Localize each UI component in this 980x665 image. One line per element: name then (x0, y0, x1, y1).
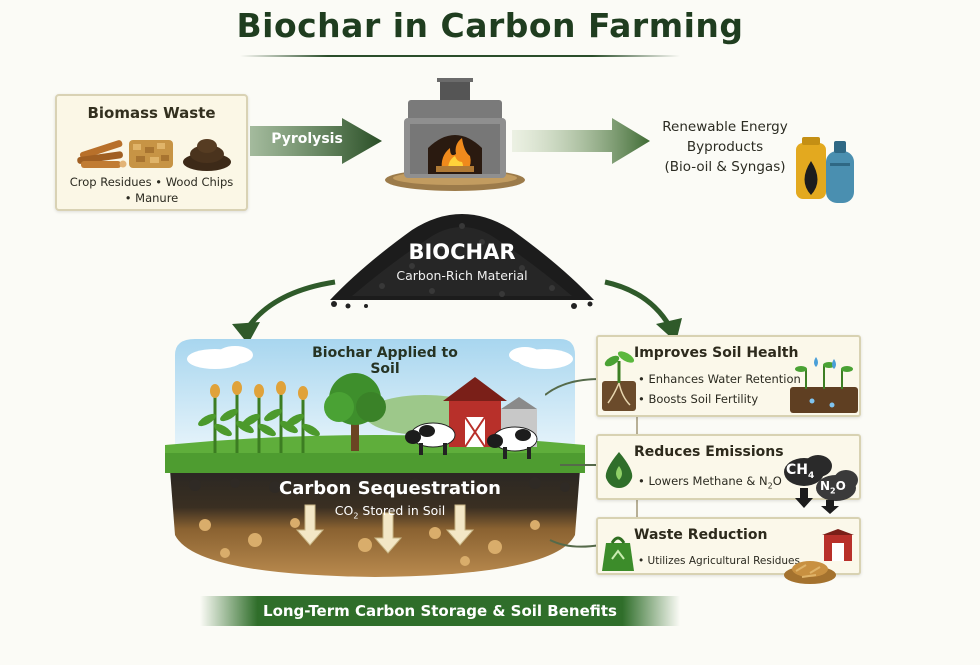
leaf-drop-icon (605, 452, 633, 488)
biomass-waste-card: Biomass Waste Crop Residues • Wood Chips… (55, 94, 248, 211)
benefit-soil-health-title: Improves Soil Health (634, 345, 799, 361)
gas-n2o-suffix: O (835, 479, 846, 493)
farm-scene (165, 339, 585, 577)
gas-n2o-sub: 2 (830, 486, 836, 496)
co2-prefix: CO (334, 503, 354, 518)
gas-ch4-label: CH4 (786, 462, 814, 481)
biochar-title: BIOCHAR (408, 240, 516, 264)
co2-subscript: 2 (353, 511, 359, 521)
benefit-emissions-item-sub: 2 (767, 481, 773, 491)
energy-arrow (512, 118, 650, 164)
gas-clouds-icon (784, 455, 858, 514)
energy-line1: Renewable Energy (662, 119, 788, 135)
manure-icon (183, 139, 231, 171)
benefit-emissions-item: • Lowers Methane & N2O (638, 474, 782, 490)
biomass-waste-title: Biomass Waste (87, 104, 216, 122)
tree-icon (324, 373, 386, 451)
benefit-emissions-item-prefix: • Lowers Methane & N (638, 474, 768, 488)
bottom-banner: Long-Term Carbon Storage & Soil Benefits (200, 596, 680, 626)
gas-ch4-text: CH (786, 462, 808, 478)
biomass-icons (77, 139, 231, 171)
gas-cylinder-icon (826, 141, 854, 203)
oil-drop-icon (796, 137, 826, 199)
applied-label: Biochar Applied to Soil (312, 345, 458, 377)
benefit-emissions-item-suffix: O (772, 474, 782, 488)
roots-water-icon (790, 357, 858, 413)
biochar-subtitle: Carbon-Rich Material (396, 268, 528, 283)
co2-suffix: Stored in Soil (358, 503, 446, 518)
page-title: Biochar in Carbon Farming (236, 6, 744, 45)
energy-icons (796, 137, 854, 203)
cow-icon (405, 422, 538, 459)
benefit-connectors (545, 378, 638, 548)
benefit-soil-health-item2: • Boosts Soil Fertility (638, 392, 759, 406)
gas-n2o-text: N (820, 479, 831, 493)
biomass-line1: Crop Residues • Wood Chips (69, 175, 234, 189)
energy-line3: (Bio-oil & Syngas) (664, 159, 786, 175)
down-arrows-icon (295, 504, 475, 554)
co2-stored-label: CO2 Stored in Soil (280, 503, 500, 521)
benefit-waste-reduction-item: • Utilizes Agricultural Residues (638, 555, 800, 567)
wood-chips-icon (129, 140, 173, 168)
split-arrows (232, 279, 682, 344)
barn-icon (443, 377, 537, 448)
recycle-bag-icon (602, 536, 634, 571)
gas-ch4-sub: 4 (808, 470, 815, 481)
biochar-pile (330, 214, 594, 309)
sequestration-title: Carbon Sequestration (279, 478, 501, 499)
benefit-soil-health: Improves Soil Health • Enhances Water Re… (596, 335, 861, 417)
pyrolysis-arrow (250, 118, 382, 164)
biomass-line2: • Manure (124, 191, 179, 205)
benefit-emissions-title: Reduces Emissions (634, 444, 784, 460)
seedling-icon (602, 351, 636, 411)
gas-n2o-label: N2O (820, 479, 846, 495)
pyrolysis-label: Pyrolysis (271, 131, 343, 147)
title-underline (240, 55, 680, 57)
kiln-icon (385, 78, 525, 191)
benefit-soil-health-item1: • Enhances Water Retention (638, 372, 801, 386)
wood-logs-icon (77, 140, 127, 168)
benefit-waste-reduction-title: Waste Reduction (634, 527, 768, 543)
energy-line2: Byproducts (686, 139, 764, 155)
benefit-waste-reduction: Waste Reduction • Utilizes Agricultural … (596, 517, 861, 575)
corn-plants-icon (198, 381, 320, 453)
residue-barn-icon (784, 529, 854, 584)
